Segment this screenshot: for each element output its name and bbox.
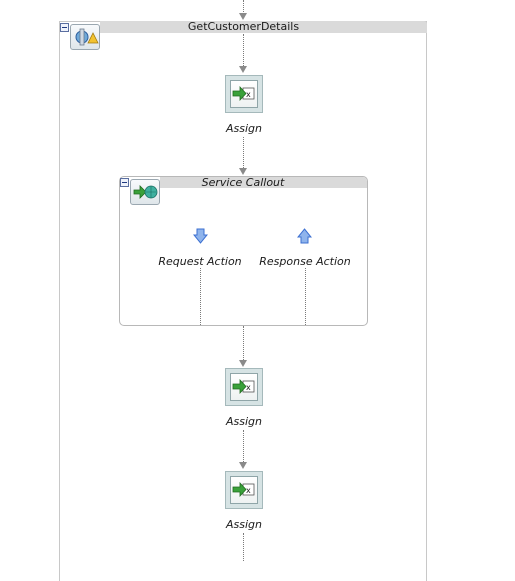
stage-collapse-toggle[interactable] (60, 23, 69, 32)
connector-arrow (239, 66, 247, 73)
assign-action-3[interactable]: x (225, 471, 263, 509)
assign-label-1: Assign (226, 122, 262, 135)
connector-bottom (243, 533, 244, 561)
service-callout-header (160, 177, 367, 188)
svg-text:x: x (246, 383, 251, 392)
down-arrow-icon[interactable] (192, 228, 209, 248)
service-callout-container (119, 176, 368, 326)
response-action-label: Response Action (259, 255, 351, 268)
request-connector (200, 268, 201, 325)
connector (243, 326, 244, 360)
svg-text:x: x (246, 90, 251, 99)
assign-icon: x (230, 476, 258, 504)
connector (243, 137, 244, 168)
svg-text:x: x (246, 486, 251, 495)
connector-arrow (239, 168, 247, 175)
connector-arrow (239, 360, 247, 367)
connector (243, 34, 244, 66)
stage-node-icon[interactable] (70, 24, 100, 50)
connector-arrow (239, 462, 247, 469)
up-arrow-icon[interactable] (296, 228, 313, 248)
response-connector (305, 268, 306, 325)
stage-title: GetCustomerDetails (187, 20, 300, 33)
assign-icon: x (230, 80, 258, 108)
stage-header (100, 21, 427, 33)
connector-top (243, 0, 244, 14)
connector (243, 430, 244, 462)
assign-icon: x (230, 373, 258, 401)
assign-label-3: Assign (226, 518, 262, 531)
service-callout-title: Service Callout (201, 176, 285, 189)
request-action-label: Request Action (158, 255, 242, 268)
assign-action-1[interactable]: x (225, 75, 263, 113)
assign-label-2: Assign (226, 415, 262, 428)
connector-arrow (239, 13, 247, 20)
assign-action-2[interactable]: x (225, 368, 263, 406)
service-callout-collapse-toggle[interactable] (120, 178, 129, 187)
service-callout-icon[interactable] (130, 179, 160, 205)
